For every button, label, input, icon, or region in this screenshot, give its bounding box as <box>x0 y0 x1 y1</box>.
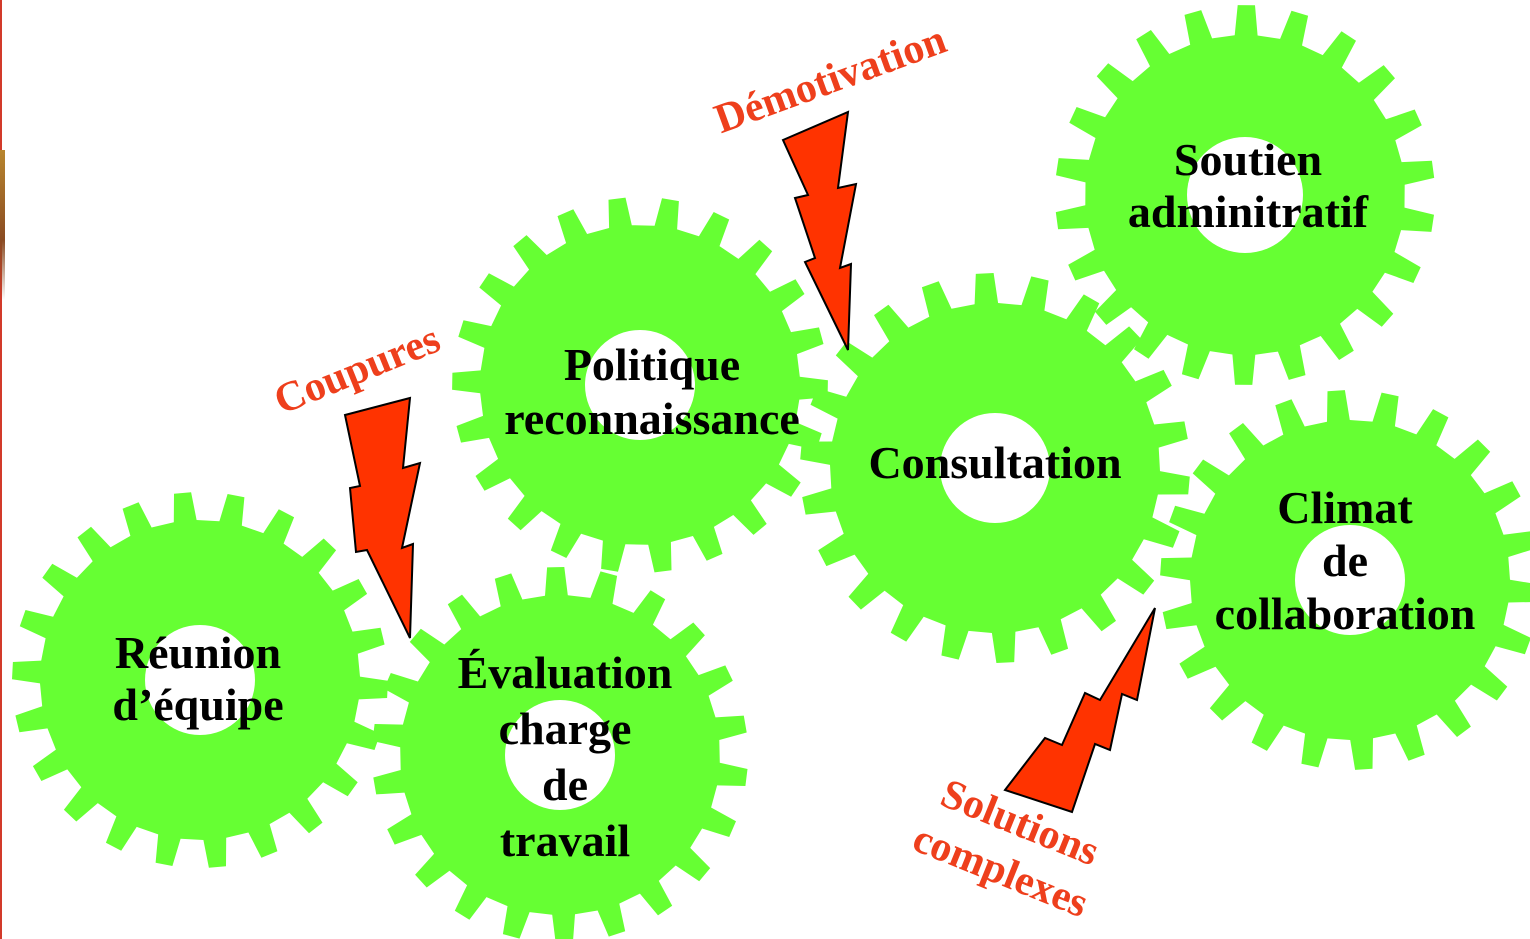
callout-coupures-label-line-1: Coupures <box>268 316 447 424</box>
lightning-bolt-coupures-icon <box>343 396 422 639</box>
gear-consultation-label-line-1: Consultation <box>868 437 1121 488</box>
gear-reunion-label-line-2: d’équipe <box>112 679 283 730</box>
gear-climat-label-line-2: de <box>1322 535 1368 586</box>
gear-soutien-label-line-1: Soutien <box>1174 134 1322 185</box>
gear-climat-label-line-3: collaboration <box>1215 588 1476 639</box>
left-edge-border <box>0 0 2 939</box>
gear-soutien-label-line-2: adminitratif <box>1128 186 1369 237</box>
gear-evaluation-label-line-2: charge <box>499 703 632 754</box>
gear-climat-label-line-1: Climat <box>1277 482 1413 533</box>
gear-politique-hub <box>585 330 695 440</box>
lightning-bolt-solutions-icon <box>1003 607 1156 814</box>
gear-evaluation-hub <box>505 700 615 810</box>
gear-evaluation-label-line-4: travail <box>500 815 630 866</box>
gear-reunion-label-line-1: Réunion <box>115 627 281 678</box>
gear-politique-label-line-1: Politique <box>564 339 740 390</box>
lightning-bolt-demotivation-icon <box>781 110 858 351</box>
gear-consultation: Consultation <box>800 273 1190 663</box>
gear-consultation-hub <box>940 413 1050 523</box>
callout-coupures: Coupures <box>268 316 447 424</box>
gear-evaluation-label-line-3: de <box>542 759 588 810</box>
gear-evaluation-label-line-1: Évaluation <box>458 647 673 698</box>
gear-politique-label-line-2: reconnaissance <box>504 393 800 444</box>
gear-soutien-hub <box>1187 137 1303 253</box>
gear-reunion-hub <box>145 625 255 735</box>
left-edge-decoration <box>0 150 5 300</box>
gear-climat-hub <box>1295 525 1405 635</box>
